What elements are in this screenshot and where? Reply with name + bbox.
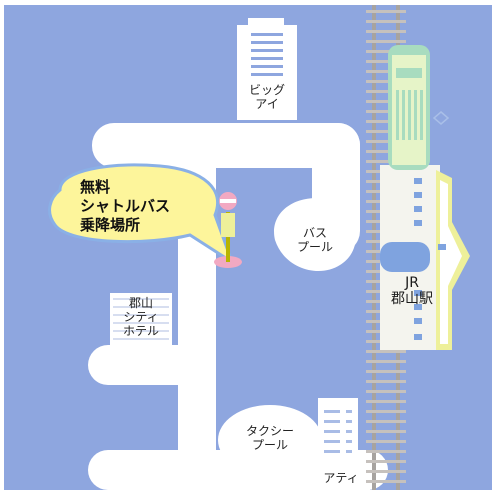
railway-tie: [366, 140, 406, 143]
railway-tie: [366, 480, 406, 483]
railway-tie: [366, 400, 406, 403]
railway-tie: [366, 70, 406, 73]
railway-tie: [366, 410, 406, 413]
railway-tie: [366, 40, 406, 43]
roads: [88, 123, 388, 490]
railway-tie: [366, 360, 406, 363]
railway-tie: [366, 20, 406, 23]
hotel-line3: ホテル: [122, 323, 159, 338]
railway-tie: [366, 440, 406, 443]
railway-tie: [366, 60, 406, 63]
railway-tie: [366, 470, 406, 473]
hotel-line1: 郡山: [128, 296, 153, 310]
station-label: JR 郡山駅: [390, 275, 434, 307]
shuttle-label-line2: シャトルバス: [80, 196, 171, 215]
railway-tie: [366, 430, 406, 433]
railway-tie: [366, 10, 406, 13]
taxi-pool-label: タクシー プール: [228, 424, 312, 453]
railway-tie: [366, 150, 406, 153]
railway-tie: [366, 460, 406, 463]
station-line1: JR: [405, 275, 419, 291]
ati-line: アティ: [323, 471, 359, 485]
big-eye-label: ビッグ アイ: [237, 83, 297, 112]
ati-building: [312, 398, 370, 490]
bus-pool-line1: バス: [302, 226, 327, 240]
diamond-marker-icon: [432, 111, 450, 125]
big-eye-line1: ビッグ: [248, 83, 285, 97]
taxi-pool-area: [218, 405, 322, 475]
bus-pool-label: バス プール: [285, 226, 345, 255]
bus-pool-area: [274, 198, 357, 272]
road-top: [92, 123, 360, 168]
taxi-pool-line1: タクシー: [245, 424, 294, 438]
hotel-line2: シティ: [123, 309, 159, 324]
shuttle-label-line1: 無料: [80, 178, 111, 196]
railway-tie: [366, 120, 406, 123]
railway-tie: [366, 350, 406, 353]
station-line2: 郡山駅: [391, 291, 433, 308]
big-eye-line2: アイ: [255, 96, 279, 111]
shuttle-label-line3: 乗降場所: [80, 215, 141, 234]
shuttle-callout: [48, 163, 235, 266]
railway-tie: [366, 450, 406, 453]
railway-tie: [366, 370, 406, 373]
railway-tie: [366, 110, 406, 113]
railway-tie: [366, 130, 406, 133]
railway-tie: [366, 90, 406, 93]
train-icon: [388, 45, 430, 170]
station-building: [380, 165, 470, 350]
hotel-label: 郡山 シティ ホテル: [110, 296, 172, 338]
ati-label: アティ: [312, 471, 370, 486]
railway-tie: [366, 160, 406, 163]
railway-tie: [366, 50, 406, 53]
shuttle-stop-label: 無料 シャトルバス 乗降場所: [80, 178, 170, 234]
railway-tie: [366, 30, 406, 33]
railway-tie: [366, 100, 406, 103]
railway-tie: [366, 380, 406, 383]
bus-pool-line2: プール: [296, 239, 333, 254]
railway-tie: [366, 80, 406, 83]
road-middle-branch: [88, 345, 216, 385]
railway-tie: [366, 390, 406, 393]
hotel-building: [110, 293, 172, 351]
railway-tie: [366, 420, 406, 423]
bus-stop-icon[interactable]: [214, 192, 242, 268]
taxi-pool-line2: プール: [251, 437, 288, 452]
